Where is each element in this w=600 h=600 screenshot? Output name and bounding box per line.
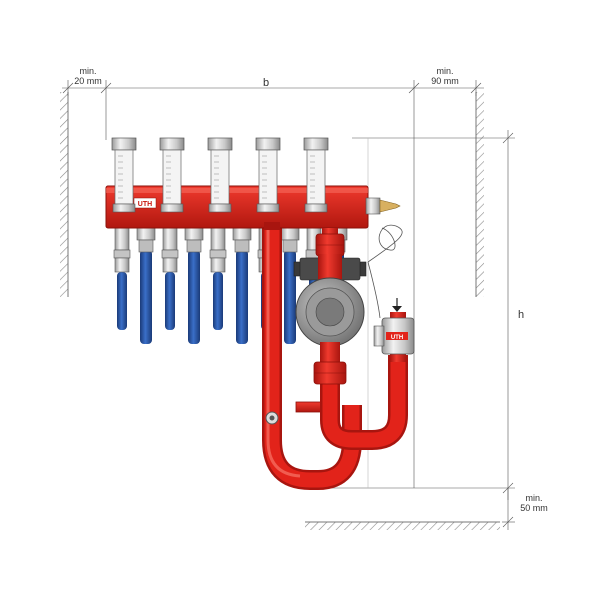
pump-assembly xyxy=(293,228,367,385)
height-label-h: h xyxy=(518,309,524,321)
floor xyxy=(305,521,500,530)
mixing-valve: UTH xyxy=(373,298,415,362)
flow-meter xyxy=(255,137,281,213)
return-loop xyxy=(262,215,408,490)
outlet-pipe xyxy=(136,227,156,344)
right-wall xyxy=(475,92,484,297)
flow-meter xyxy=(303,137,329,213)
outlet-pipe xyxy=(184,227,204,344)
flow-meter xyxy=(111,137,137,213)
return-pipe xyxy=(161,227,179,330)
left-wall xyxy=(60,92,69,297)
flow-meter xyxy=(159,137,185,213)
valve-logo: UTH xyxy=(391,335,403,341)
return-pipe xyxy=(113,227,131,330)
return-pipe xyxy=(209,227,227,330)
dimension-lines xyxy=(62,80,515,530)
sensor-cable xyxy=(367,224,403,263)
floor-clearance-label-1: min. xyxy=(525,493,542,503)
width-label-b: b xyxy=(263,77,269,89)
outlet-pipe xyxy=(280,227,300,344)
flow-meter xyxy=(207,137,233,213)
manifold-logo: UTH xyxy=(138,201,152,208)
right-clearance-label-1: min. xyxy=(436,66,453,76)
left-clearance-label-2: 20 mm xyxy=(74,76,102,86)
outlet-pipe xyxy=(232,227,252,344)
left-clearance-label-1: min. xyxy=(79,66,96,76)
manifold-bar: UTH xyxy=(105,185,401,230)
right-clearance-label-2: 90 mm xyxy=(431,76,459,86)
floor-clearance-label-2: 50 mm xyxy=(520,503,548,513)
flow-meters xyxy=(111,137,329,213)
